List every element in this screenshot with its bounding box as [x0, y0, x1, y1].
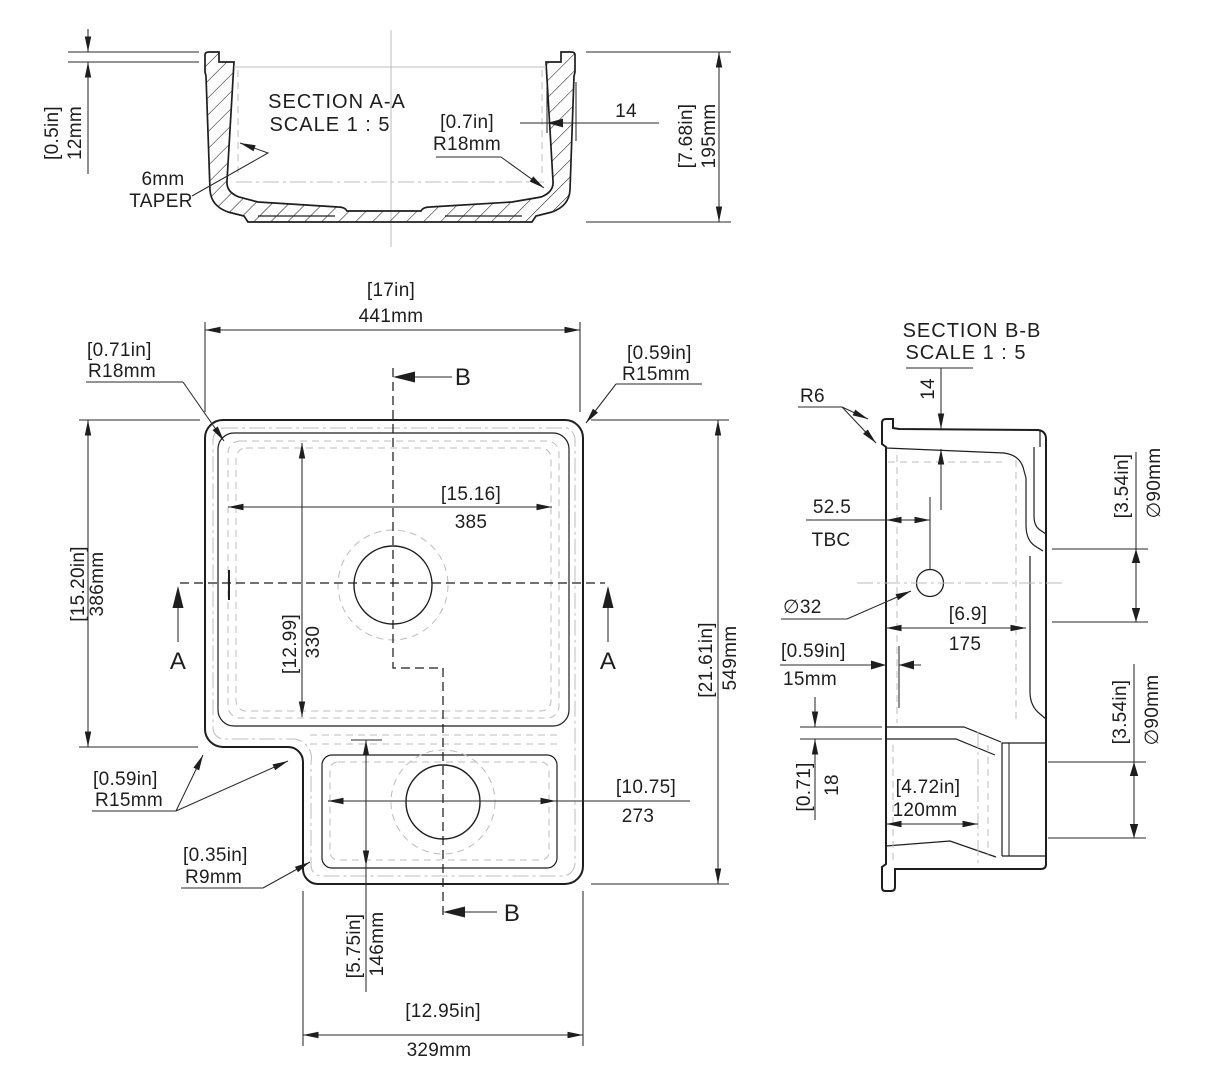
plan-bottom-width-in: [12.95in] [405, 1001, 481, 1022]
bb-flange-underside [885, 447, 1027, 479]
plan-r9-mm: R9mm [185, 867, 242, 888]
bb-inner-wall-lower [1029, 556, 1047, 720]
plan-width-mm: 441mm [359, 306, 424, 327]
aa-wall-arrow [547, 118, 563, 128]
aa-wall-thickness: 14 [615, 101, 637, 122]
plan-view: [17in] 441mm [0.71in] R18mm [0.59in] R15… [68, 280, 741, 1061]
aa-cut-material [204, 51, 576, 223]
aa-rim-height-mm: 12mm [65, 106, 86, 160]
plan-bowl-width-in: [15.16] [441, 484, 501, 505]
bb-offset-in: [0.59in] [781, 641, 846, 662]
plan-section-lines [172, 368, 614, 918]
bb-hole-label: ∅32 [783, 597, 822, 618]
cut-label-a-left: A [170, 648, 186, 675]
bb-inner-width-mm: 175 [949, 634, 982, 655]
small-bowl-inner-edge [321, 754, 558, 869]
bb-ledge-bottom [886, 738, 996, 756]
bb-labels: SECTION B-B SCALE 1 : 5 R6 14 52.5 TBC ∅… [781, 320, 1165, 821]
plan-r15-bottom-mm: R15mm [95, 790, 163, 811]
plan-r15-bottom-in: [0.59in] [93, 769, 158, 790]
aa-height-mm: 195mm [699, 104, 720, 169]
bb-geometry [857, 418, 1062, 892]
bb-inner-wall-upper [1025, 478, 1044, 552]
plan-bowl-width-mm: 385 [455, 512, 488, 533]
plan-small-height-mm: 146mm [367, 912, 388, 977]
plan-left-height-mm: 386mm [87, 552, 108, 617]
aa-scale: SCALE 1 : 5 [269, 114, 390, 136]
aa-corner-in: [0.7in] [440, 112, 494, 133]
section-arrow-b-top [393, 371, 415, 383]
cut-label-b-bottom: B [504, 900, 520, 927]
plan-small-width-in: [10.75] [616, 777, 676, 798]
bb-dimensions [780, 367, 1148, 839]
cut-label-b-top: B [455, 364, 471, 391]
aa-title: SECTION A-A [268, 91, 406, 113]
bb-small-bowl-floor [885, 840, 997, 858]
section-arrow-a-left [172, 586, 184, 608]
taper-leader [191, 142, 270, 197]
plan-labels: [17in] 441mm [0.71in] R18mm [0.59in] R15… [68, 280, 741, 1061]
section-line-b [392, 368, 444, 918]
plan-r15-top-in: [0.59in] [627, 343, 692, 364]
plan-width-in: [17in] [367, 280, 415, 301]
bb-overflow-slot [1033, 447, 1047, 535]
hidden-rim-outline [212, 427, 576, 877]
aa-height-in: [7.68in] [676, 104, 697, 169]
plan-bowl-height-in: [12.99] [280, 614, 301, 674]
bb-inner-width-in: [6.9] [949, 604, 987, 625]
plan-overall-height-mm: 549mm [720, 626, 741, 691]
plan-bottom-width-mm: 329mm [407, 1040, 472, 1061]
bb-outer-profile [881, 418, 1047, 892]
bb-d90-top-in: [3.54in] [1112, 454, 1133, 519]
bb-scale: SCALE 1 : 5 [905, 342, 1026, 364]
bb-tbc-label: TBC [812, 530, 851, 551]
plan-small-width-mm: 273 [622, 806, 655, 827]
aa-taper-line1: 6mm [141, 169, 184, 190]
plan-overall-height-in: [21.61in] [696, 622, 717, 698]
bb-d90-bot-mm: ∅90mm [1142, 675, 1163, 746]
section-bb-view: SECTION B-B SCALE 1 : 5 R6 14 52.5 TBC ∅… [780, 320, 1165, 892]
bb-title: SECTION B-B [903, 320, 1042, 342]
bb-drain-in: [4.72in] [896, 777, 961, 798]
bb-d90-top-mm: ∅90mm [1144, 448, 1165, 519]
plan-r15-top-mm: R15mm [622, 364, 690, 385]
aa-labels: SECTION A-A SCALE 1 : 5 [0.5in] 12mm 6mm… [42, 91, 720, 212]
aa-r18-leader [500, 156, 545, 189]
aa-corner-mm: R18mm [433, 134, 501, 155]
aa-rim-height-in: [0.5in] [42, 106, 63, 160]
plan-geometry [204, 419, 584, 885]
plan-r18-in: [0.71in] [87, 340, 152, 361]
aa-geometry [204, 30, 576, 247]
bb-tbc-val: 52.5 [813, 497, 851, 518]
bb-drain-mm: 120mm [893, 800, 958, 821]
bb-step-mm: 18 [822, 774, 843, 796]
plan-small-height-in: [5.75in] [344, 914, 365, 979]
section-arrow-a-right [602, 586, 614, 608]
plan-left-height-in: [15.20in] [68, 546, 89, 622]
aa-dimensions [68, 29, 731, 223]
section-arrow-b-bottom [443, 906, 465, 918]
section-aa-view: SECTION A-A SCALE 1 : 5 [0.5in] 12mm 6mm… [42, 29, 731, 247]
bb-offset-mm: 15mm [783, 669, 837, 690]
cut-label-a-right: A [600, 648, 616, 675]
sink-outline [204, 419, 584, 885]
plan-dimensions [79, 322, 729, 1046]
bb-flange-thickness: 14 [918, 378, 939, 400]
plan-r18-mm: R18mm [88, 361, 156, 382]
plan-r9-in: [0.35in] [183, 845, 248, 866]
bb-d90-bot-in: [3.54in] [1110, 680, 1131, 745]
bb-ledge-top [886, 726, 1002, 743]
aa-taper-line2: TAPER [129, 191, 192, 212]
bb-step-in: [0.71] [794, 762, 815, 811]
bb-r6: R6 [800, 386, 825, 407]
plan-bowl-height-mm: 330 [303, 626, 324, 659]
